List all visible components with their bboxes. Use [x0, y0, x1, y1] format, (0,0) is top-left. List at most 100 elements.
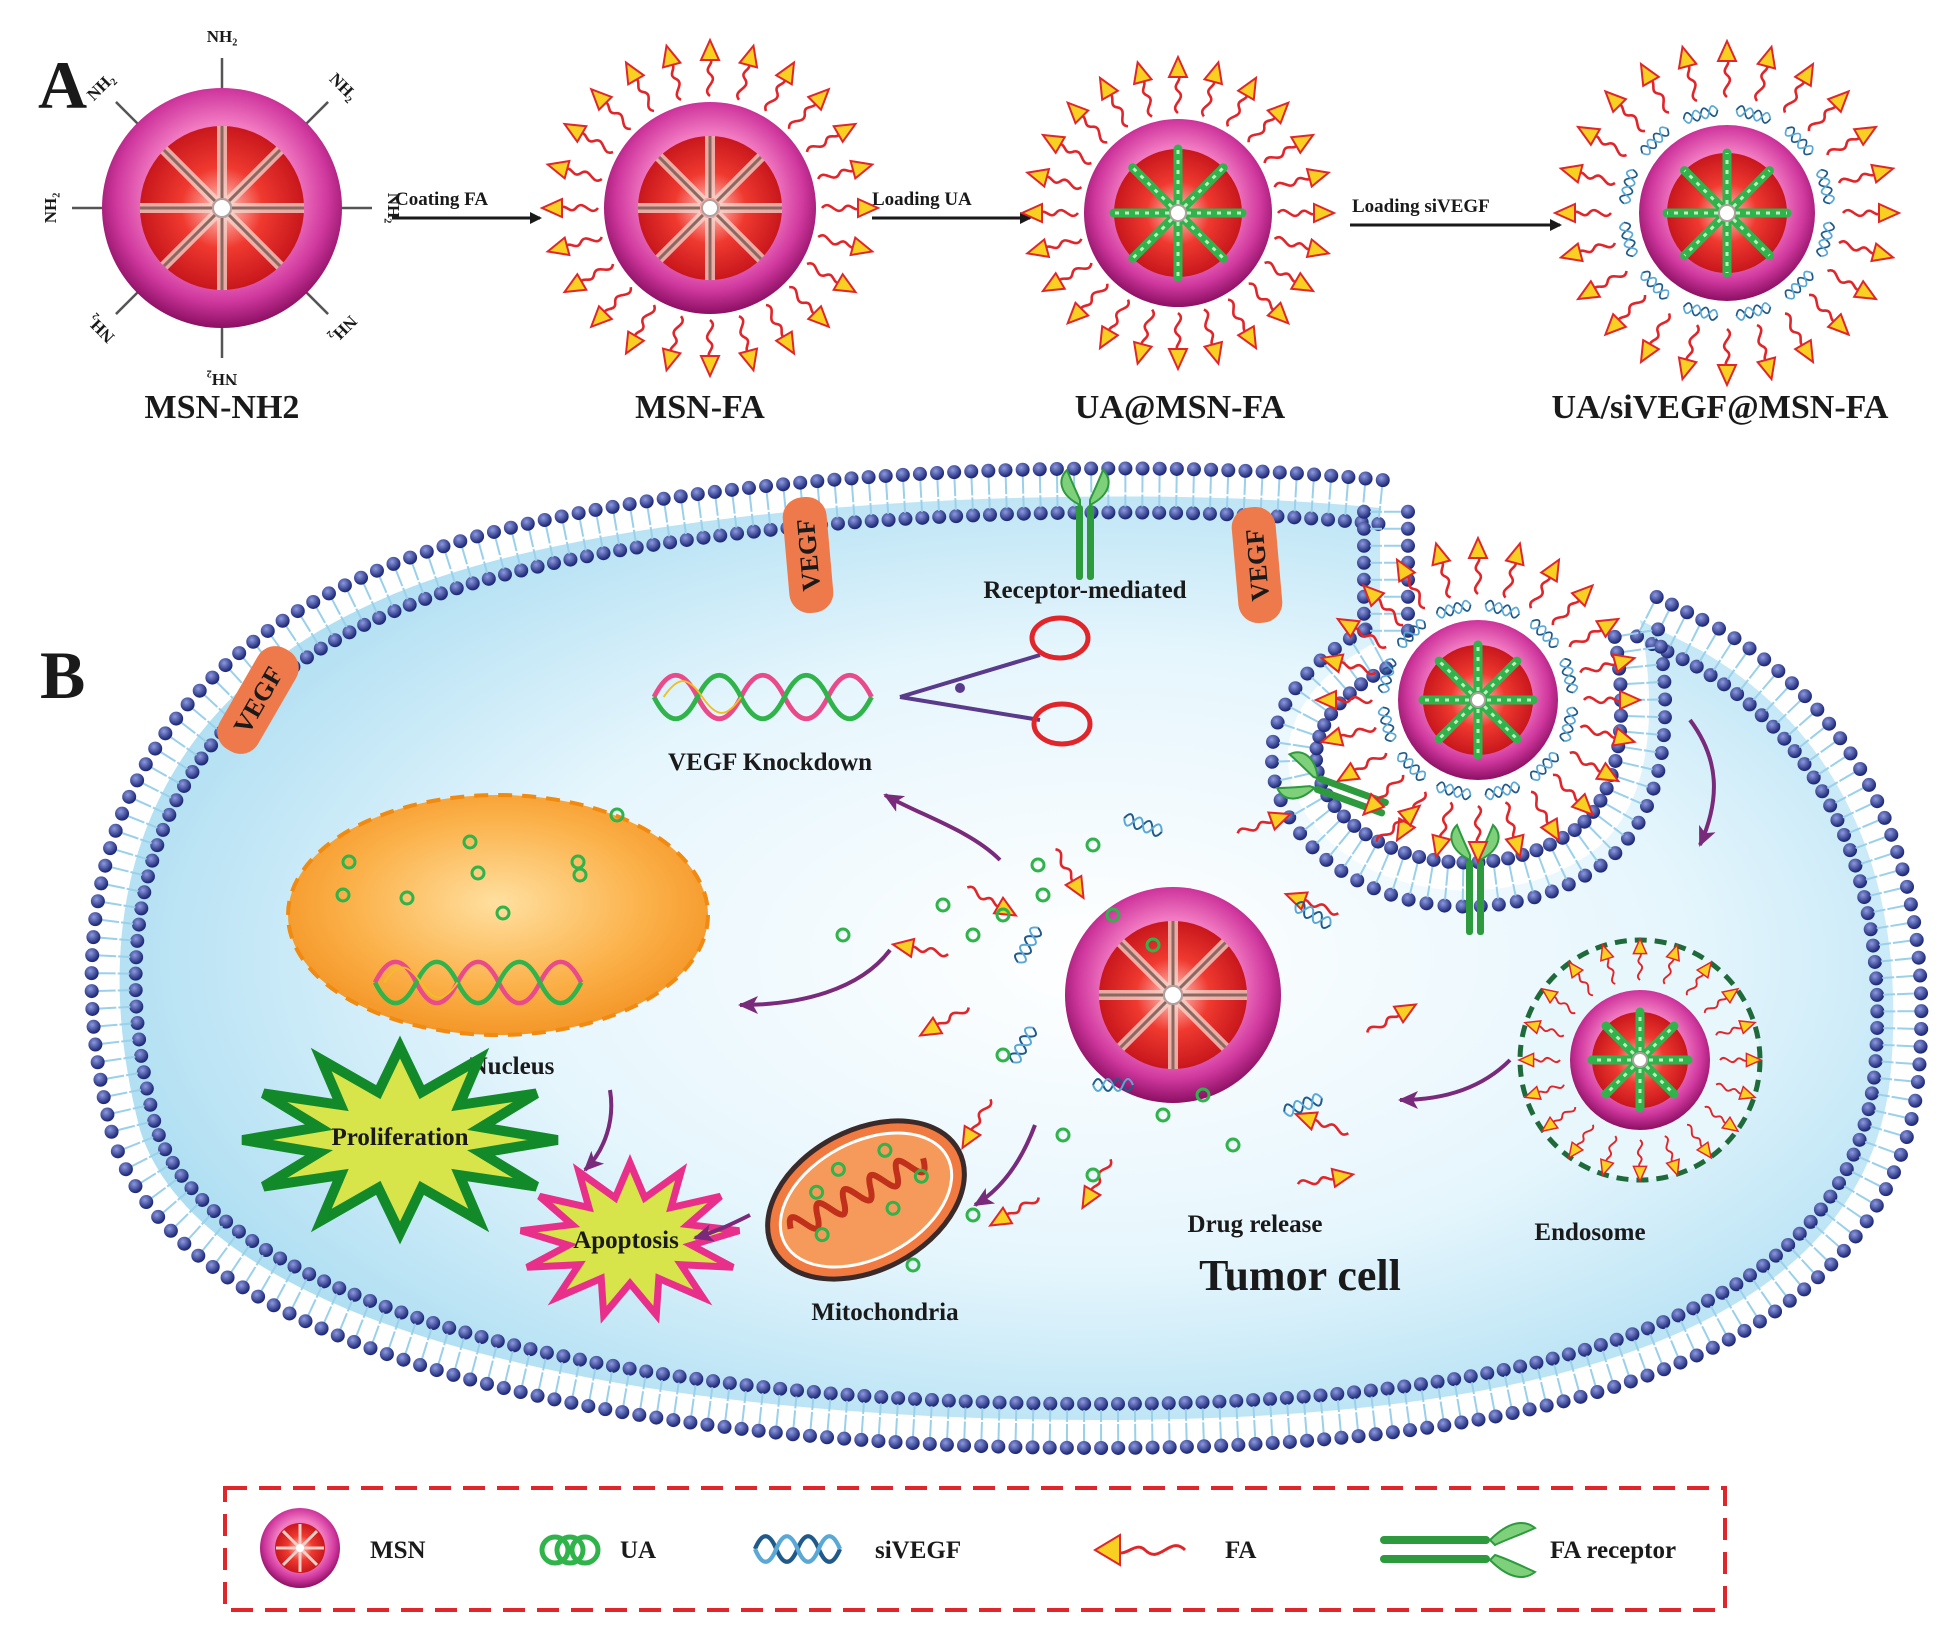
label-receptor-mediated: Receptor-mediated [983, 577, 1186, 604]
vegf-protein: VEGF [1231, 506, 1283, 624]
fa-ligand [1270, 162, 1333, 198]
ua-molecule [399, 890, 415, 906]
sivegf-strand [1558, 705, 1580, 744]
fa-ligand [656, 42, 692, 104]
sivegf-strand [1558, 656, 1580, 695]
fa-ligand [1576, 648, 1639, 683]
fa-ligand [1258, 253, 1319, 301]
fa-ligand [1127, 58, 1163, 121]
fa-ligand [801, 114, 862, 162]
fa-ligand [1193, 58, 1229, 121]
ua-molecule [1085, 1167, 1101, 1183]
ua-molecule [1085, 837, 1101, 853]
sivegf-strand [1681, 103, 1720, 126]
fa-ligand [1747, 321, 1782, 383]
label-vegf-knockdown: VEGF Knockdown [668, 749, 872, 776]
fa-ligand [1020, 202, 1080, 224]
fa-ligand [1672, 43, 1707, 105]
amine-label: NH₂ [326, 69, 361, 104]
ua-molecule [470, 865, 486, 881]
fa-ligand [1218, 72, 1266, 133]
legend-label-sivegf: siVEGF [875, 1537, 961, 1564]
fa-ligand [1801, 287, 1857, 343]
fa-ligand [1241, 95, 1296, 150]
ua-molecule [462, 834, 478, 850]
fa-ligand [1193, 305, 1229, 368]
mitochondria [765, 1118, 967, 1282]
amine-label: NH₂ [83, 69, 118, 104]
fa-ligand [1167, 55, 1189, 115]
fa-ligand [1037, 253, 1098, 301]
fa-ligand [1060, 95, 1115, 150]
fa-ligand [616, 299, 664, 360]
ua-molecule [995, 1047, 1011, 1063]
fa-ligand [1631, 307, 1679, 368]
fa-ligand [1557, 158, 1619, 193]
ua-molecule [965, 1207, 981, 1223]
sivegf-strand [1617, 220, 1640, 259]
scissors-icon [899, 615, 1093, 747]
fa-ligand [1426, 539, 1461, 602]
ua-sivegf-msn-fa-particle [1553, 39, 1901, 387]
fa-ligand [1270, 228, 1333, 264]
fa-ligand [801, 254, 862, 302]
fa-ligand [1557, 233, 1619, 268]
fa-ligand [1467, 536, 1489, 596]
arrow-to-drug-release [1398, 1058, 1512, 1109]
fa-ligand [1597, 83, 1653, 139]
fa-ligand [1576, 717, 1639, 752]
fa-ligand [1716, 39, 1738, 99]
panel-b: B VEGF VEGF VEGF Receptor-mediated [40, 461, 1929, 1455]
arrow-to-nucleus [738, 948, 892, 1014]
ua-molecule [335, 887, 351, 903]
fa-ligand [1023, 228, 1086, 264]
arrow-nucleus-to-apoptosis [583, 1089, 614, 1172]
step-label-loading-ua: Loading UA [872, 189, 972, 210]
ua-molecule [905, 1257, 921, 1273]
label-msn-fa: MSN-FA [635, 389, 765, 426]
arrow-to-apoptosis [693, 1213, 751, 1242]
fa-ligand [616, 56, 664, 117]
fa-ligand [781, 279, 837, 335]
ua-icon [539, 1534, 601, 1566]
step-label-coating: Coating FA [395, 189, 488, 210]
amine-label: NH₂ [207, 370, 238, 389]
sivegf-strand [1483, 780, 1522, 802]
sivegf-strand [1734, 103, 1773, 126]
fa-ligand [656, 312, 692, 374]
fa-ligand [1090, 293, 1138, 354]
fa-ligand [699, 318, 721, 378]
fa-ligand [1835, 233, 1897, 268]
amine-label: NH₂ [384, 193, 403, 224]
fa-ligand [1241, 276, 1296, 331]
drug-release-particle [1065, 887, 1281, 1103]
fa-receptor-icon [1380, 1522, 1537, 1578]
legend-label-msn: MSN [370, 1537, 426, 1564]
ua-molecule [1195, 1087, 1211, 1103]
nucleus [286, 793, 710, 1037]
msn-fa-particle [540, 38, 880, 378]
label-ua-msn-fa: UA@MSN-FA [1075, 389, 1286, 426]
sivegf-strand [1681, 300, 1720, 323]
panel-a-letter: A [38, 47, 87, 123]
fa-ligand [1023, 162, 1086, 198]
fa-ligand [1090, 72, 1138, 133]
fa-ligand [1775, 58, 1823, 119]
fa-ligand [699, 38, 721, 98]
fa-ligand [1775, 307, 1823, 368]
fa-ligand [1060, 276, 1115, 331]
fa-ligand [1821, 261, 1882, 309]
amine-label: NH₂ [207, 27, 238, 46]
fa-ligand [1572, 117, 1633, 165]
fa-ligand [1167, 311, 1189, 371]
fa-ligand [1841, 202, 1901, 224]
ua-molecule [935, 897, 951, 913]
vegf-protein: VEGF [782, 496, 834, 614]
fa-ligand [756, 299, 804, 360]
legend-label-fa-receptor: FA receptor [1550, 1537, 1676, 1564]
sivegf-strand [1434, 780, 1473, 802]
step-arrow-coating: Coating FA [392, 189, 542, 224]
fa-ligand [814, 226, 876, 262]
label-endosome: Endosome [1534, 1219, 1645, 1246]
